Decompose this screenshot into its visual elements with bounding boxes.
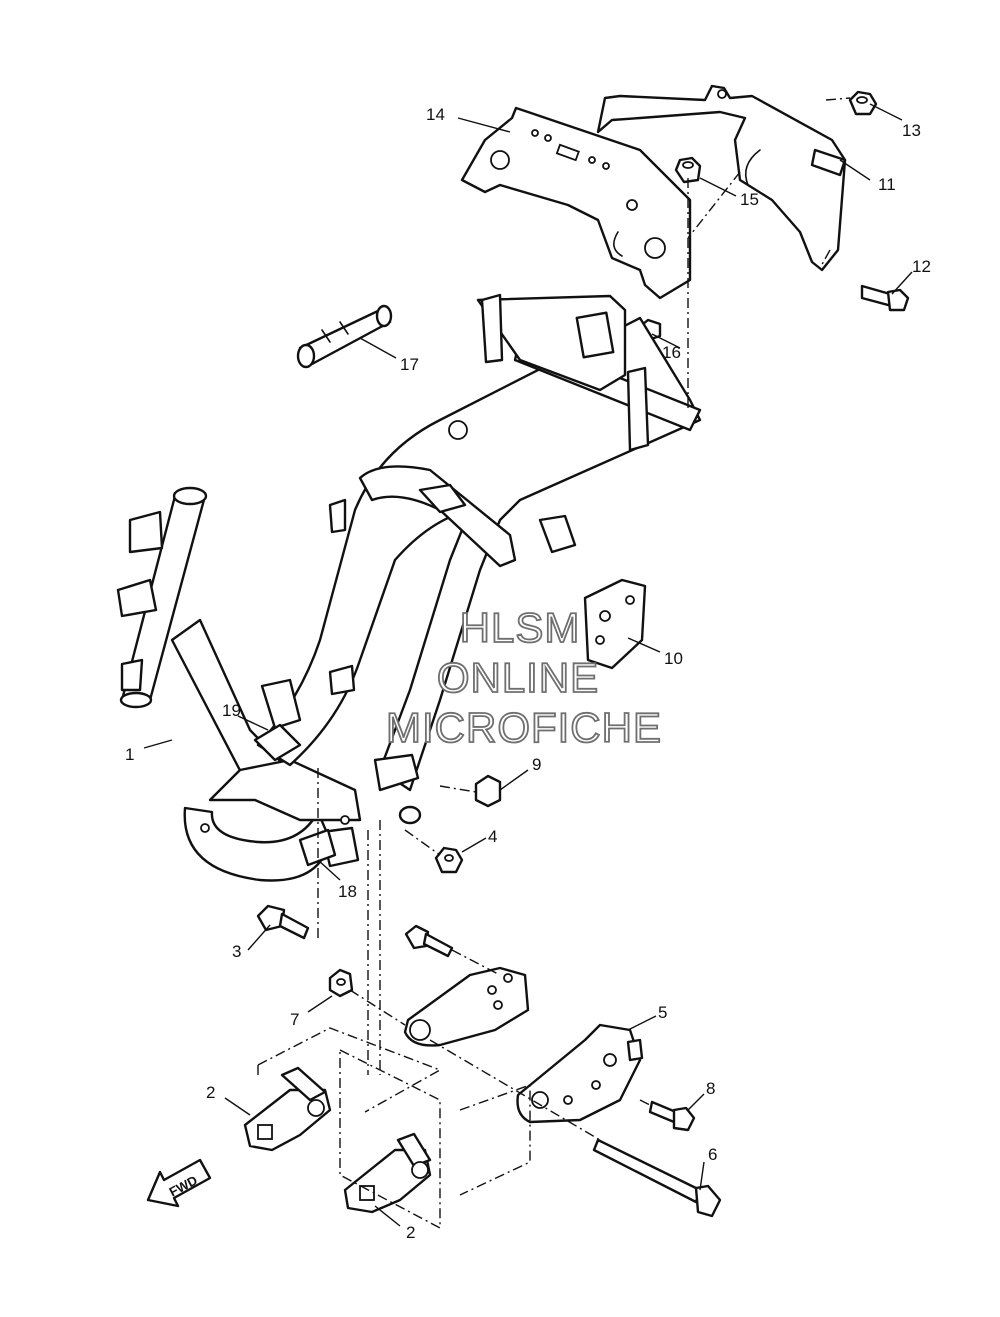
part-19-pipe bbox=[253, 723, 302, 762]
part-5-mount-plate bbox=[516, 1023, 644, 1124]
part-10-plate bbox=[583, 578, 647, 670]
callout-18: 18 bbox=[338, 882, 357, 901]
callout-9: 9 bbox=[532, 755, 541, 774]
part-6-long-bolt bbox=[592, 1138, 722, 1218]
part-12-bolt bbox=[860, 284, 910, 312]
callout-2-lower: 2 bbox=[406, 1223, 415, 1242]
callout-11: 11 bbox=[878, 175, 896, 194]
part-4-nut bbox=[434, 846, 464, 874]
part-15-nut bbox=[674, 156, 702, 184]
callout-2-upper: 2 bbox=[206, 1083, 215, 1102]
part-3-bolt bbox=[256, 904, 310, 940]
leader-lines bbox=[143, 103, 913, 1227]
callout-1: 1 bbox=[125, 745, 134, 764]
callout-3: 3 bbox=[232, 942, 241, 961]
callout-numbers: 1 2 2 3 4 5 6 7 8 9 10 11 12 13 14 15 16… bbox=[125, 105, 931, 1242]
part-2-lower-bracket bbox=[343, 1132, 432, 1214]
part-1-main-frame bbox=[116, 293, 702, 882]
callout-17: 17 bbox=[400, 355, 419, 374]
callout-7: 7 bbox=[290, 1010, 299, 1029]
part-2-upper-bracket bbox=[243, 1066, 332, 1152]
part-8-bolt bbox=[648, 1100, 696, 1132]
callout-4: 4 bbox=[488, 827, 497, 846]
callout-19: 19 bbox=[222, 701, 241, 720]
callout-16: 16 bbox=[662, 343, 681, 362]
part-14-bracket bbox=[460, 106, 692, 300]
assembly-lines bbox=[257, 97, 851, 1230]
watermark-line-3: MICROFICHE bbox=[386, 704, 662, 751]
watermark: HLSM ONLINE MICROFICHE bbox=[385, 603, 662, 752]
callout-10: 10 bbox=[664, 649, 683, 668]
part-9-bushing bbox=[474, 774, 502, 808]
callout-14: 14 bbox=[426, 105, 445, 124]
part-13-nut bbox=[848, 90, 878, 116]
callout-8: 8 bbox=[706, 1079, 715, 1098]
part-11-bracket bbox=[596, 84, 847, 272]
part-7-nut bbox=[328, 968, 354, 998]
callout-5: 5 bbox=[658, 1003, 667, 1022]
link-plate bbox=[403, 966, 530, 1047]
part-17-tube bbox=[296, 304, 393, 369]
link-bolt bbox=[404, 924, 454, 958]
fwd-arrow-icon: FWD bbox=[146, 1158, 212, 1208]
watermark-line-2: ONLINE bbox=[437, 654, 599, 701]
callout-15: 15 bbox=[740, 190, 759, 209]
callout-12: 12 bbox=[912, 257, 931, 276]
callout-6: 6 bbox=[708, 1145, 717, 1164]
callout-13: 13 bbox=[902, 121, 921, 140]
watermark-line-1: HLSM bbox=[460, 604, 581, 651]
